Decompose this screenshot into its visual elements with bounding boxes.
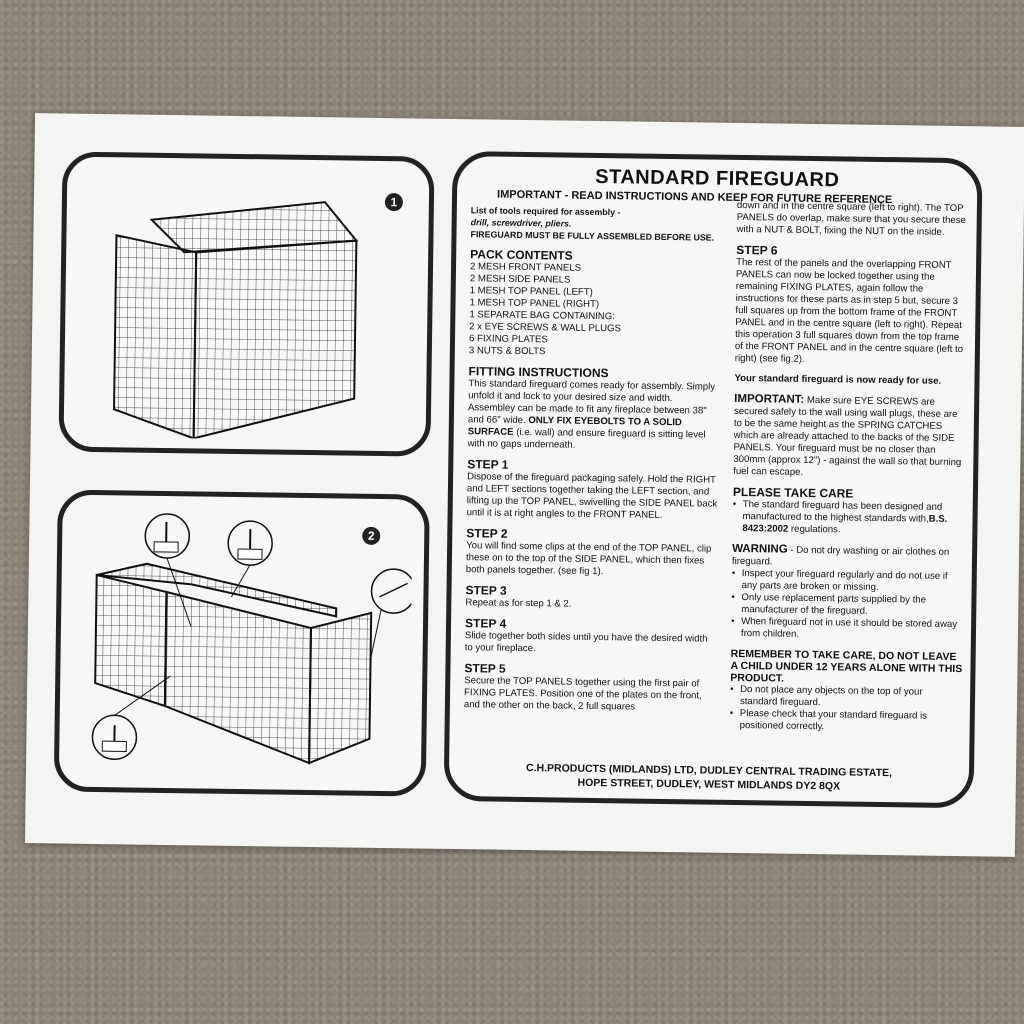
step-5-continued: down and in the centre square (left to r… xyxy=(736,199,966,238)
fitting-text: This standard fireguard comes ready for … xyxy=(467,378,720,454)
pack-item: 3 NUTS & BOLTS xyxy=(468,345,546,358)
figure-2-panel: 2 xyxy=(53,489,430,797)
step-5-text: Secure the TOP PANELS together using the… xyxy=(463,675,702,713)
fixing-plates-illustration xyxy=(91,513,413,765)
instruction-sheet: 1 2 xyxy=(24,113,1024,857)
remember-warning: REMEMBER TO TAKE CARE, DO NOT LEAVE A CH… xyxy=(730,647,963,685)
step-2-text: You will find some clips at the end of t… xyxy=(465,540,712,578)
step-3-text: Repeat as for step 1 & 2. xyxy=(465,597,572,610)
left-column: List of tools required for assembly - dr… xyxy=(464,204,723,714)
important-text: IMPORTANT: Make sure EYE SCREWS are secu… xyxy=(733,393,966,481)
warning-item: Only use replacement parts supplied by t… xyxy=(731,592,963,619)
warning-text: WARNING - Do not dry washing or air clot… xyxy=(732,543,964,571)
remember-item: Do not place any objects on the top of y… xyxy=(730,684,962,711)
take-care-list: The standard fireguard has been designed… xyxy=(732,499,964,538)
company-address: C.H.PRODUCTS (MIDLANDS) LTD, DUDLEY CENT… xyxy=(449,760,969,795)
take-care-tail: regulations. xyxy=(788,523,841,536)
warning-item: Inspect your fireguard regularly and do … xyxy=(732,568,964,595)
step-1-text: Dispose of the fireguard packaging safel… xyxy=(466,471,718,521)
warning-heading: WARNING xyxy=(732,542,788,556)
take-care-item: The standard fireguard has been designed… xyxy=(732,499,964,538)
take-care-text: The standard fireguard has been designed… xyxy=(742,499,943,525)
figure-1-panel: 1 xyxy=(58,151,435,457)
remember-list: Do not place any objects on the top of y… xyxy=(730,684,963,735)
assembly-note: FIREGUARD MUST BE FULLY ASSEMBLED BEFORE… xyxy=(470,229,715,243)
step-4-text: Slide together both sides until you have… xyxy=(464,630,708,655)
instructions-panel: STANDARD FIREGUARD IMPORTANT - READ INST… xyxy=(443,150,983,809)
remember-item: Please check that your standard fireguar… xyxy=(730,708,962,735)
pack-contents-list: 2 MESH FRONT PANELS 2 MESH SIDE PANELS 1… xyxy=(469,261,722,361)
important-body: Make sure EYE SCREWS are secured safely … xyxy=(733,394,962,478)
fireguard-assembled-illustration xyxy=(113,201,359,440)
right-column: down and in the centre square (left to r… xyxy=(730,200,969,735)
warning-list: Inspect your fireguard regularly and do … xyxy=(731,568,964,643)
important-heading: IMPORTANT: xyxy=(734,392,805,406)
ready-note: Your standard fireguard is now ready for… xyxy=(734,372,942,387)
step-6-text: The rest of the panels and the overlappi… xyxy=(734,256,964,365)
warning-item: When fireguard not in use it should be s… xyxy=(731,616,963,643)
